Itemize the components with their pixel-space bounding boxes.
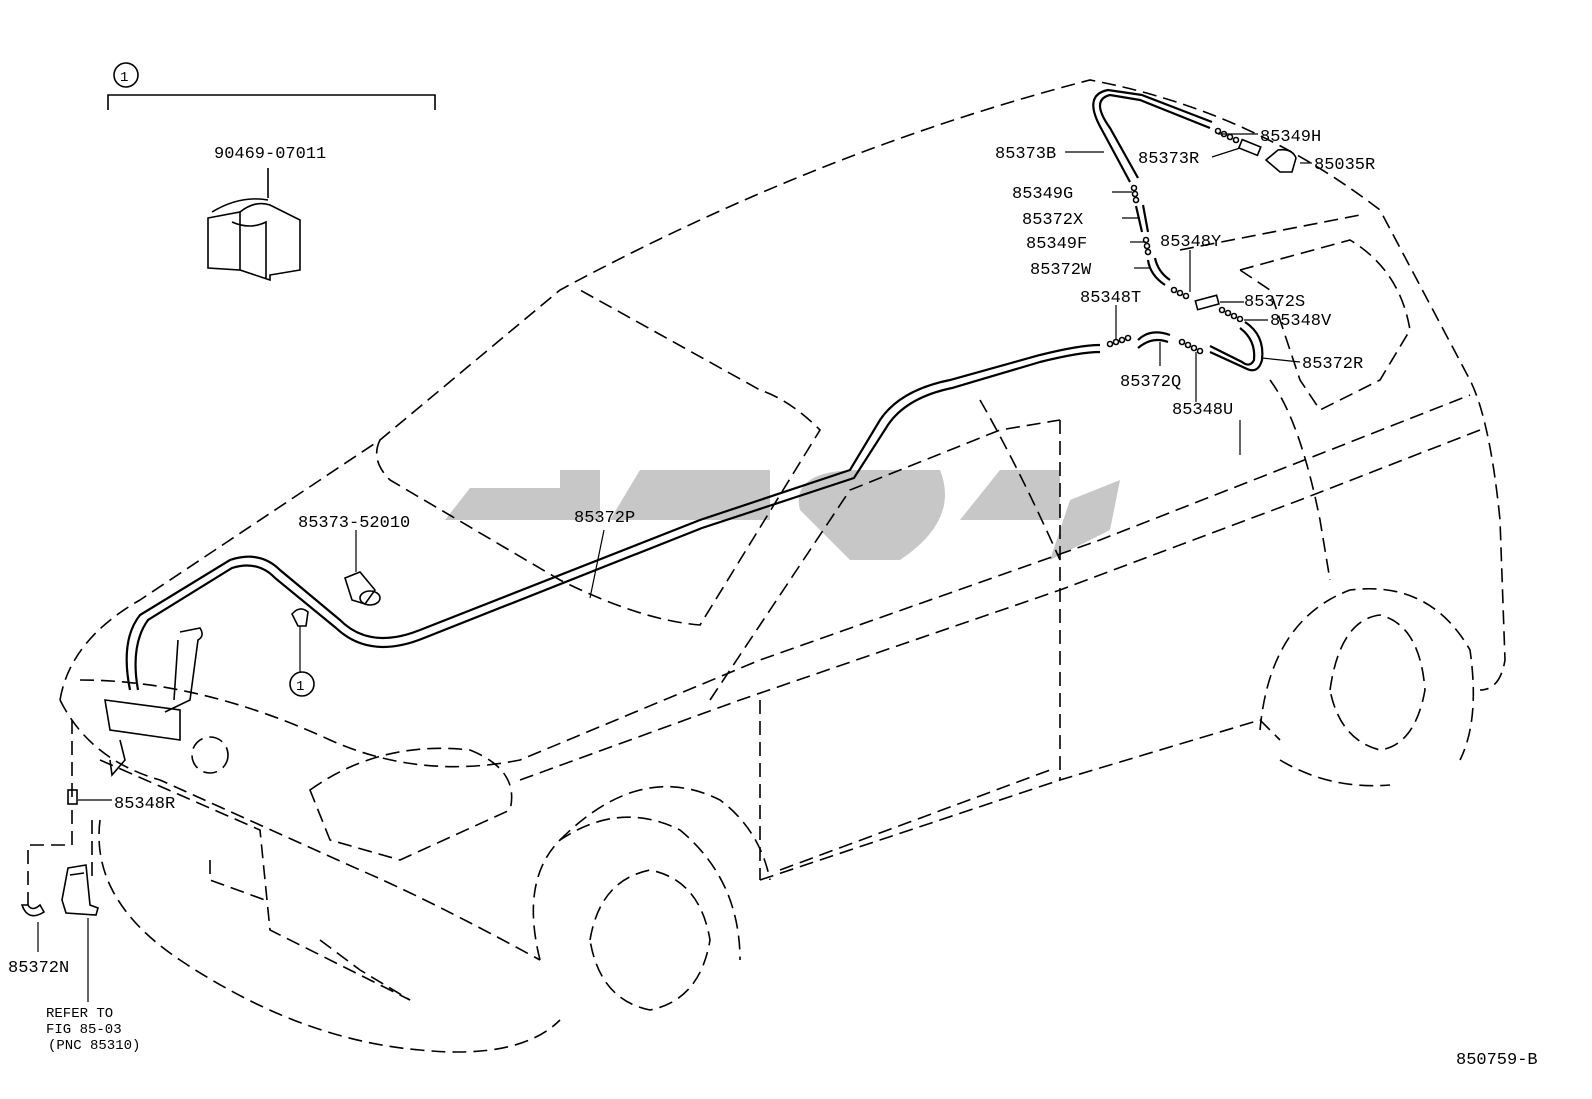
part-label-85035R: 85035R (1314, 156, 1375, 175)
hose-85372P (125, 343, 1101, 691)
part-label-85349G: 85349G (1012, 185, 1073, 204)
part-label-85372P: 85372P (574, 509, 635, 528)
part-label-85349F: 85349F (1026, 235, 1087, 254)
callout-number-hood: 1 (296, 679, 304, 695)
part-label-85372Q: 85372Q (1120, 373, 1181, 392)
rear-washer-hose-assembly (1092, 88, 1297, 372)
callout-group-1-hood: 1 (289, 608, 315, 697)
callout-circle-top (113, 62, 139, 88)
washer-tank (104, 627, 203, 777)
part-label-90469: 90469-07011 (214, 145, 326, 164)
bracket-line (107, 94, 436, 110)
watermark-logo (445, 470, 1120, 560)
part-label-85372S: 85372S (1244, 293, 1305, 312)
refer-line-1: REFER TO (46, 1006, 113, 1022)
part-label-85372W: 85372W (1030, 261, 1092, 280)
leader-85372P (589, 529, 605, 599)
part-label-85348R: 85348R (114, 795, 175, 814)
part-label-85373R: 85373R (1138, 150, 1199, 169)
front-pump-assembly (20, 720, 112, 1002)
part-label-85348U: 85348U (1172, 401, 1233, 420)
part-label-85348V: 85348V (1270, 312, 1332, 331)
callout-group-1: 1 (107, 62, 436, 110)
part-label-85349H: 85349H (1260, 128, 1321, 147)
part-label-85373B: 85373B (995, 145, 1056, 164)
part-label-85372X: 85372X (1022, 211, 1083, 230)
callout-number-top: 1 (120, 70, 128, 86)
clip-part-90469 (207, 168, 301, 282)
part-label-85372R: 85372R (1302, 355, 1363, 374)
vehicle-phantom-outline (59, 79, 1506, 1053)
part-label-85373-52010: 85373-52010 (298, 514, 410, 533)
part-label-85348Y: 85348Y (1160, 233, 1221, 252)
nozzle-85373-52010 (344, 530, 381, 606)
leader-lines (1065, 133, 1312, 455)
part-label-85348T: 85348T (1080, 289, 1141, 308)
refer-line-2: FIG 85-03 (46, 1022, 122, 1038)
refer-line-3: (PNC 85310) (48, 1038, 140, 1054)
part-label-85372N: 85372N (8, 959, 69, 978)
figure-code: 850759-B (1456, 1051, 1538, 1070)
